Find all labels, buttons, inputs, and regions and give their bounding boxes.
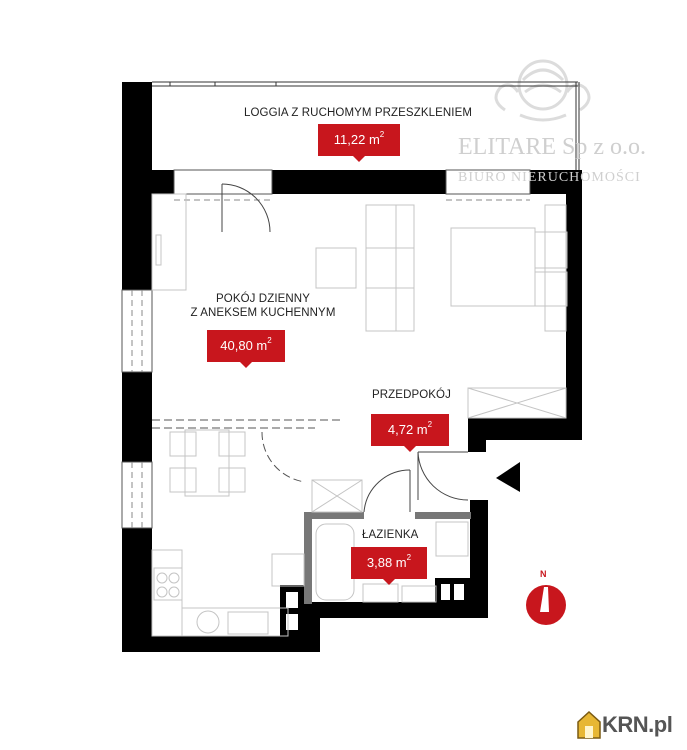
compass-north-label: N xyxy=(540,569,547,579)
krn-logo-text: KRN.pl xyxy=(602,712,673,737)
room-label-living: POKÓJ DZIENNY Z ANEKSEM KUCHENNYM xyxy=(178,292,348,320)
area-unit: 2 xyxy=(406,553,412,562)
window-sills xyxy=(131,199,530,528)
area-badge-living: 40,80 m2 xyxy=(207,330,285,368)
room-label-living-line1: POKÓJ DZIENNY xyxy=(216,293,310,305)
area-value: 11,22 m xyxy=(333,132,380,147)
area-unit: 2 xyxy=(379,130,385,139)
area-value: 4,72 m xyxy=(387,422,428,437)
area-value: 40,80 m xyxy=(220,338,268,353)
compass-icon xyxy=(526,585,566,625)
area-badge-bathroom: 3,88 m2 xyxy=(351,547,427,585)
area-badge-hall: 4,72 m2 xyxy=(371,414,449,452)
entrance-arrow-icon xyxy=(496,462,520,492)
watermark-subtitle: BIURO NIERUCHOMOŚCI xyxy=(458,170,641,185)
walls xyxy=(122,82,582,652)
windows xyxy=(121,169,531,529)
furniture xyxy=(151,193,568,637)
room-label-hall: PRZEDPOKÓJ xyxy=(372,389,451,401)
door-swings xyxy=(221,183,469,513)
room-label-living-line2: Z ANEKSEM KUCHENNYM xyxy=(190,307,336,319)
room-label-bathroom: ŁAZIENKA xyxy=(362,529,419,541)
room-label-loggia: LOGGIA Z RUCHOMYM PRZESZKLENIEM xyxy=(244,107,473,119)
area-badge-loggia: 11,22 m2 xyxy=(318,124,400,162)
open-doorway xyxy=(152,419,340,483)
area-unit: 2 xyxy=(267,336,272,345)
krn-house-icon xyxy=(577,710,601,739)
loggia-outline xyxy=(152,81,580,172)
watermark-company: ELITARE Sp z o.o. xyxy=(458,134,647,160)
watermark-emblem-icon xyxy=(494,59,591,122)
duct-shafts xyxy=(286,584,464,630)
area-unit: 2 xyxy=(427,420,433,429)
bathroom-partitions xyxy=(304,512,471,604)
area-value: 3,88 m xyxy=(366,555,407,570)
